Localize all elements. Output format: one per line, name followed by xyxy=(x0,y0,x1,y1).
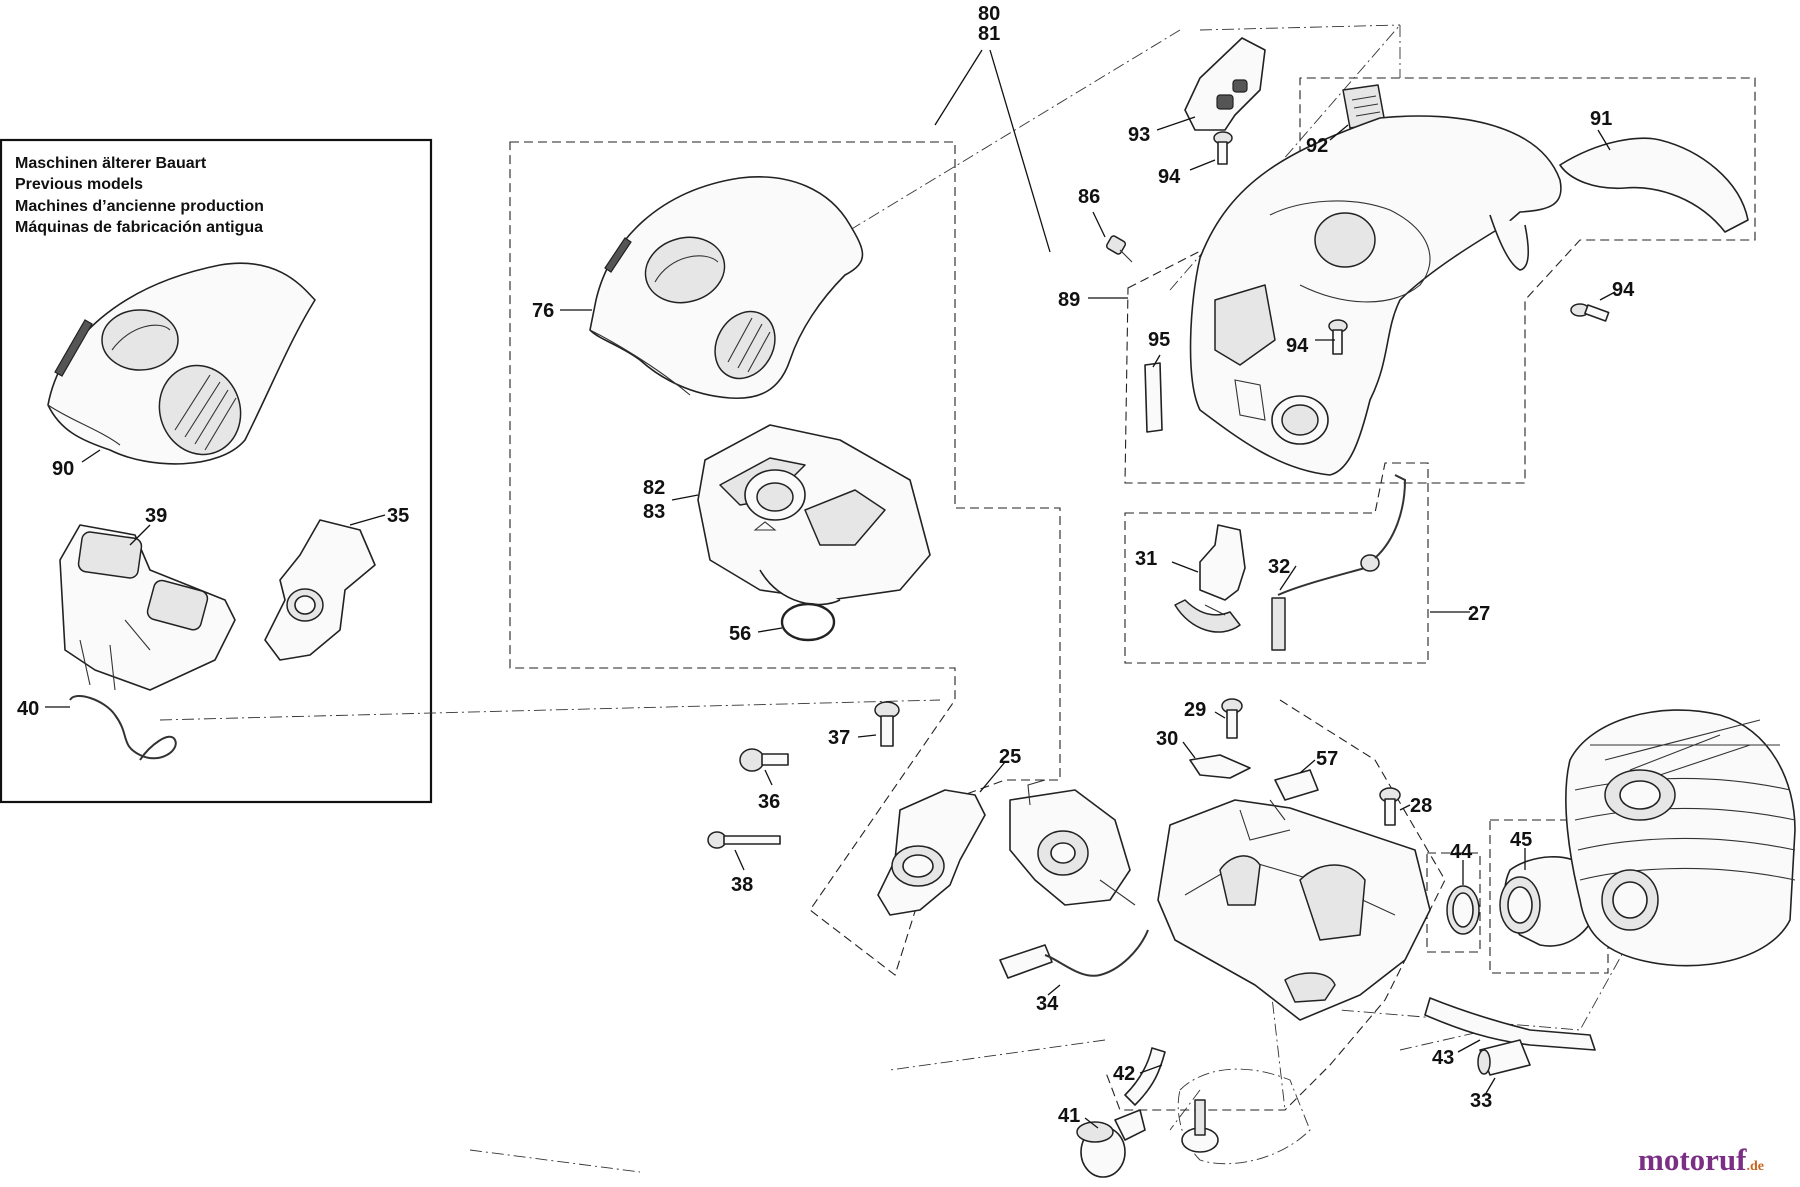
label-32: 32 xyxy=(1268,556,1290,578)
screw-86 xyxy=(1105,235,1133,263)
part-41-primer xyxy=(1076,1109,1146,1178)
label-27: 27 xyxy=(1468,603,1490,625)
label-82: 82 xyxy=(643,477,665,499)
part-42-hose xyxy=(1124,1047,1166,1106)
label-45: 45 xyxy=(1510,829,1532,851)
part-90-old-cover xyxy=(47,262,316,465)
label-35: 35 xyxy=(387,505,409,527)
fuel-valve xyxy=(1181,1099,1219,1153)
label-44: 44 xyxy=(1450,841,1473,863)
label-76: 76 xyxy=(532,300,554,322)
part-93-bracket xyxy=(1184,37,1266,131)
part-25-manifold xyxy=(877,789,986,916)
label-30: 30 xyxy=(1156,728,1178,750)
inset-line-4: Máquinas de fabricación antigua xyxy=(15,219,263,236)
part-40-wire-clip xyxy=(69,695,177,761)
label-90: 90 xyxy=(52,458,74,480)
screw-94a xyxy=(1213,131,1233,165)
part-43-hose xyxy=(1424,997,1596,1051)
label-92: 92 xyxy=(1306,135,1328,157)
label-86: 86 xyxy=(1078,186,1100,208)
alignment-lines xyxy=(159,24,1631,1173)
part-76-top-cover xyxy=(589,176,864,400)
brand-logo: motoruf.de xyxy=(1638,1142,1764,1178)
label-89: 89 xyxy=(1058,289,1080,311)
screw-29 xyxy=(1221,698,1243,739)
label-39: 39 xyxy=(145,505,167,527)
carburetor xyxy=(1009,779,1136,906)
label-93: 93 xyxy=(1128,124,1150,146)
label-31: 31 xyxy=(1135,548,1157,570)
callout-labels: 80 81 76 82 83 56 89 86 93 94 92 91 94 9… xyxy=(17,3,1635,1127)
part-89-shroud xyxy=(1189,115,1562,476)
part-33-hose-end xyxy=(1477,1049,1491,1075)
part-57-gasket xyxy=(1274,769,1319,801)
label-57: 57 xyxy=(1316,748,1338,770)
label-56: 56 xyxy=(729,623,751,645)
screw-28 xyxy=(1379,787,1401,826)
cylinder xyxy=(1565,709,1796,967)
screw-94c xyxy=(1328,319,1348,355)
inset-line-2: Previous models xyxy=(15,176,143,193)
part-95-tag xyxy=(1144,362,1163,433)
part-31-lever xyxy=(1174,524,1246,633)
label-94a: 94 xyxy=(1158,166,1181,188)
group-frame-left xyxy=(509,141,1061,976)
label-36: 36 xyxy=(758,791,780,813)
label-40: 40 xyxy=(17,698,39,720)
label-29: 29 xyxy=(1184,699,1206,721)
part-44-ring xyxy=(1446,885,1480,935)
inset-frame xyxy=(0,138,433,804)
label-94b: 94 xyxy=(1612,279,1635,301)
part-34-clip xyxy=(999,944,1053,979)
part-82-83-filter-base xyxy=(697,424,931,606)
screw-94b xyxy=(1570,303,1610,322)
part-91-strip xyxy=(1559,137,1749,233)
label-43: 43 xyxy=(1432,1047,1454,1069)
part-32-cable xyxy=(1271,474,1407,651)
group-frame-44 xyxy=(1426,852,1481,953)
part-39-air-filter xyxy=(59,524,236,691)
label-37: 37 xyxy=(828,727,850,749)
part-56-o-ring xyxy=(780,602,836,642)
group-frame-27 xyxy=(1124,462,1429,664)
label-34: 34 xyxy=(1036,993,1059,1015)
label-94c: 94 xyxy=(1286,335,1309,357)
inset-line-1: Maschinen älterer Bauart xyxy=(15,155,207,172)
label-95: 95 xyxy=(1148,329,1170,351)
group-frame-tank xyxy=(1104,699,1446,1111)
part-35-adapter xyxy=(264,519,376,661)
label-28: 28 xyxy=(1410,795,1432,817)
label-41: 41 xyxy=(1058,1105,1080,1127)
label-80: 80 xyxy=(978,3,1000,25)
label-42: 42 xyxy=(1113,1063,1135,1085)
label-81: 81 xyxy=(978,23,1000,45)
screw-36 xyxy=(739,748,789,772)
screw-38 xyxy=(707,831,781,849)
part-34-rod xyxy=(1044,929,1149,977)
leader-lines xyxy=(45,49,1616,1129)
label-33: 33 xyxy=(1470,1090,1492,1112)
label-91: 91 xyxy=(1590,108,1612,130)
part-30-washer xyxy=(1189,754,1251,779)
inset-line-3: Machines d’ancienne production xyxy=(15,198,264,215)
screw-37 xyxy=(874,701,900,747)
group-frame-top-right xyxy=(1124,77,1756,484)
tank-housing xyxy=(1157,799,1431,1021)
label-38: 38 xyxy=(731,874,753,896)
brand-tld: .de xyxy=(1746,1159,1764,1174)
label-25: 25 xyxy=(999,746,1021,768)
label-83: 83 xyxy=(643,501,665,523)
brand-name: motoruf xyxy=(1638,1142,1747,1177)
